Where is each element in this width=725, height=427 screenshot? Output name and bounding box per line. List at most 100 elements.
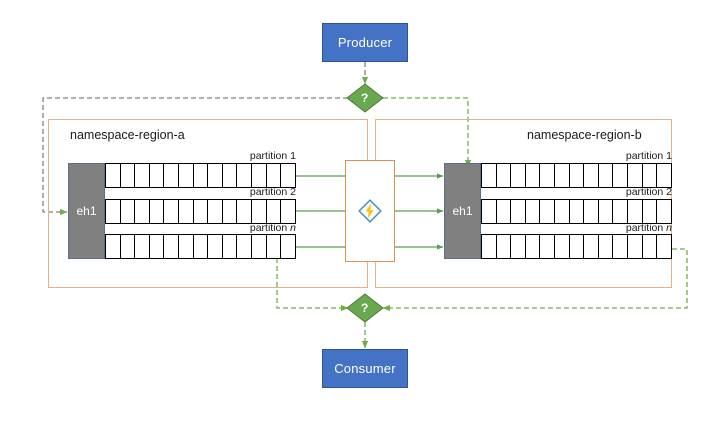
partition-cell xyxy=(497,200,512,223)
partition-cell xyxy=(497,164,512,187)
namespace-region-b-title: namespace-region-b xyxy=(527,128,642,142)
consumer-label: Consumer xyxy=(334,361,396,376)
partition-cell xyxy=(106,164,121,187)
partition-cell xyxy=(281,164,295,187)
partition-cell xyxy=(208,235,223,258)
namespace-a-partition-n-row xyxy=(105,234,296,259)
partition-cell xyxy=(194,200,209,223)
partition-cell xyxy=(526,164,541,187)
partition-cell xyxy=(237,164,253,187)
partition-cell xyxy=(540,164,556,187)
partition-cell xyxy=(121,235,136,258)
namespace-a-partition-n-label: partition n xyxy=(160,222,296,234)
namespace-a-eventhub-label: eh1 xyxy=(76,204,97,218)
event-hubs-bolt-icon xyxy=(357,198,383,224)
namespace-b-eventhub-eh1[interactable]: eh1 xyxy=(444,163,481,259)
partition-cell xyxy=(194,164,209,187)
label-text: partition xyxy=(625,222,667,234)
partition-cell xyxy=(511,235,526,258)
namespace-b-partition-2-label: partition 2 xyxy=(536,186,672,198)
partition-cell xyxy=(267,235,282,258)
partition-cell xyxy=(584,200,599,223)
namespace-a-partition-2-label: partition 2 xyxy=(160,186,296,198)
label-text: partition 2 xyxy=(249,186,296,198)
partition-cell xyxy=(179,164,194,187)
partition-cell xyxy=(267,200,282,223)
namespace-a-partition-1-row xyxy=(105,163,296,188)
partition-cell xyxy=(208,164,223,187)
namespace-a-eventhub-eh1[interactable]: eh1 xyxy=(68,163,105,259)
partition-cell xyxy=(657,235,671,258)
partition-cell xyxy=(281,235,295,258)
label-text: partition 1 xyxy=(249,150,296,162)
partition-cell xyxy=(657,200,671,223)
partition-cell xyxy=(121,200,136,223)
partition-cell xyxy=(599,200,614,223)
partition-cell xyxy=(164,200,180,223)
namespace-b-partition-1-label: partition 1 xyxy=(536,150,672,162)
partition-cell xyxy=(150,200,165,223)
partition-cell xyxy=(570,235,585,258)
partition-cell xyxy=(135,164,150,187)
partition-cell xyxy=(164,235,180,258)
label-italic: n xyxy=(666,222,672,234)
partition-cell xyxy=(599,164,614,187)
partition-cell xyxy=(150,235,165,258)
partition-cell xyxy=(555,200,570,223)
partition-cell xyxy=(150,164,165,187)
partition-cell xyxy=(599,235,614,258)
partition-cell xyxy=(194,235,209,258)
decision-top-label: ? xyxy=(361,91,369,105)
partition-cell xyxy=(657,164,671,187)
partition-cell xyxy=(555,164,570,187)
namespace-b-partition-2-row xyxy=(481,199,672,224)
partition-cell xyxy=(526,235,541,258)
label-italic: n xyxy=(290,222,296,234)
partition-cell xyxy=(164,164,180,187)
producer-box[interactable]: Producer xyxy=(322,23,408,62)
partition-cell xyxy=(223,235,238,258)
partition-cell xyxy=(482,235,497,258)
partition-cell xyxy=(106,235,121,258)
partition-cell xyxy=(267,164,282,187)
partition-cell xyxy=(526,200,541,223)
consumer-box[interactable]: Consumer xyxy=(322,349,408,388)
partition-cell xyxy=(223,164,238,187)
partition-cell xyxy=(252,200,267,223)
partition-cell xyxy=(252,235,267,258)
partition-cell xyxy=(252,164,267,187)
namespace-a-partition-1-label: partition 1 xyxy=(160,150,296,162)
producer-label: Producer xyxy=(337,35,393,50)
decision-bottom-label: ? xyxy=(361,301,369,315)
partition-cell xyxy=(482,200,497,223)
partition-cell xyxy=(121,164,136,187)
partition-cell xyxy=(208,200,223,223)
label-text: partition 2 xyxy=(625,186,672,198)
namespace-a-partition-2-row xyxy=(105,199,296,224)
namespace-b-eventhub-label: eh1 xyxy=(452,204,473,218)
decision-diamond-bottom xyxy=(346,293,384,323)
label-text: partition 1 xyxy=(625,150,672,162)
partition-cell xyxy=(540,235,556,258)
partition-cell xyxy=(643,235,658,258)
partition-cell xyxy=(106,200,121,223)
namespace-region-a-title: namespace-region-a xyxy=(70,128,185,142)
replication-box[interactable] xyxy=(345,160,395,262)
partition-cell xyxy=(179,235,194,258)
partition-cell xyxy=(281,200,295,223)
partition-cell xyxy=(570,200,585,223)
partition-cell xyxy=(628,200,643,223)
partition-cell xyxy=(570,164,585,187)
partition-cell xyxy=(628,235,643,258)
partition-cell xyxy=(482,164,497,187)
partition-cell xyxy=(511,200,526,223)
partition-cell xyxy=(135,235,150,258)
partition-cell xyxy=(613,235,629,258)
partition-cell xyxy=(223,200,238,223)
partition-cell xyxy=(511,164,526,187)
decision-diamond-top xyxy=(346,83,384,113)
partition-cell xyxy=(237,235,253,258)
partition-cell xyxy=(540,200,556,223)
partition-cell xyxy=(628,164,643,187)
